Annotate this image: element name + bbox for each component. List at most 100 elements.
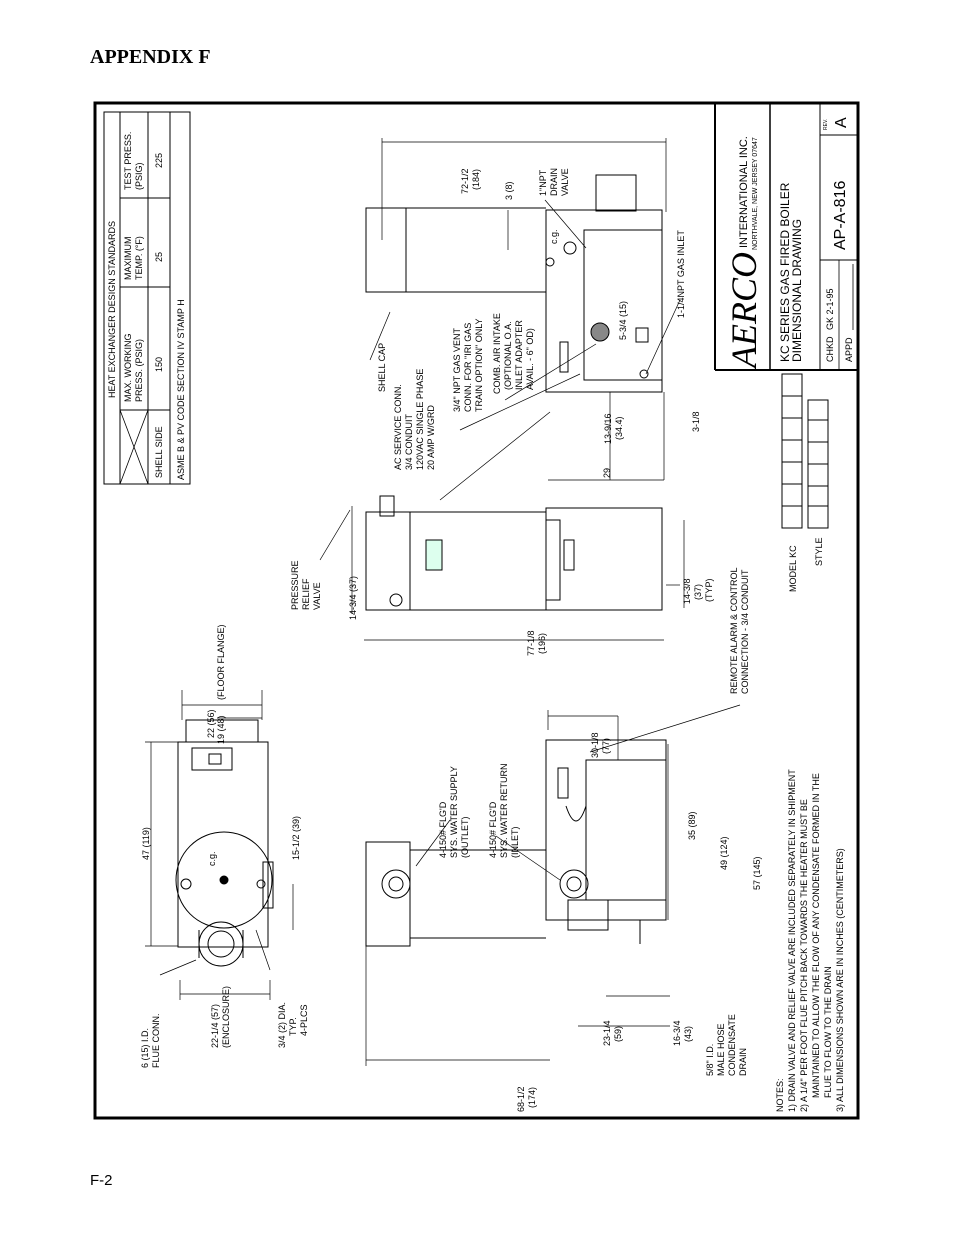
top-view-cg: c.g. xyxy=(207,851,217,866)
code-note: ASME B & PV CODE SECTION IV STAMP H xyxy=(176,299,186,480)
dim-3-18: 3-1/8 xyxy=(691,411,701,432)
dim-16-b: (43) xyxy=(683,1026,693,1042)
row-shell-side: SHELL SIDE xyxy=(154,426,164,478)
air-intake-1: COMB. AIR INTAKE xyxy=(492,313,502,394)
ac-service-3: 120VAC SINGLE PHASE xyxy=(415,369,425,470)
gas-inlet-label: 1-1/4NPT GAS INLET xyxy=(676,230,686,318)
dim-68-a: 68-1/2 xyxy=(516,1086,526,1112)
supply-2: SYS. WATER SUPPLY xyxy=(449,766,459,858)
front-view xyxy=(365,739,667,947)
enclosure-2: (ENCLOSURE) xyxy=(221,986,231,1048)
gas-vent-2: CONN. FOR "IRI GAS xyxy=(463,323,473,412)
notes: NOTES: 1) DRAIN VALVE AND RELIEF VALVE A… xyxy=(775,769,845,1112)
flue-conn-1: 6 (15) I.D. xyxy=(140,1028,150,1068)
dim-77-a: 77-1/8 xyxy=(526,630,536,656)
condensate-2: MALE HOSE xyxy=(716,1023,726,1076)
relief-1: PRESSURE xyxy=(290,560,300,610)
drain-valve-1: 1"NPT xyxy=(538,169,548,196)
return-2: SYS. WATER RETURN xyxy=(499,763,509,858)
model-label: MODEL KC xyxy=(788,545,798,592)
supply-3: (OUTLET) xyxy=(460,816,470,858)
top-view xyxy=(175,719,274,967)
condensate-1: 5/8" I.D. xyxy=(705,1044,715,1076)
dim-3: 3 (8) xyxy=(504,181,514,200)
rear-view xyxy=(365,174,663,393)
supply-1: 4-150# FLG'D xyxy=(438,801,448,858)
dim-72-a: 72-1/2 xyxy=(460,168,470,194)
dim-47: 47 (119) xyxy=(141,827,151,860)
page-number: F-2 xyxy=(90,1172,113,1189)
top-view-dimensions xyxy=(145,690,294,1000)
dim-16-a: 16-3/4 xyxy=(672,1020,682,1046)
standards-title: HEAT EXCHANGER DESIGN STANDARDS xyxy=(107,221,117,398)
col-test-press-1: TEST PRESS. xyxy=(123,132,133,190)
chkd-label: CHKD xyxy=(825,336,835,362)
dim-13-b: (34.4) xyxy=(614,416,624,440)
note-2-cont-2: FLUE TO FLOW TO THE DRAIN xyxy=(823,966,833,1098)
gas-vent-1: 3/4" NPT GAS VENT xyxy=(452,327,462,412)
ac-service-1: AC SERVICE CONN. xyxy=(393,384,403,470)
drawing-border xyxy=(93,101,860,1120)
rev-value: A xyxy=(833,117,850,128)
gas-vent-3: TRAIN OPTION" ONLY xyxy=(474,318,484,412)
note-2: 2) A 1/4" PER FOOT FLUE PITCH BACK TOWAR… xyxy=(799,799,809,1112)
value-max-temp: 25 xyxy=(154,252,164,262)
relief-2: RELIEF xyxy=(301,578,311,610)
dia-3: 4-PLCS xyxy=(299,1004,309,1036)
model-style-grid: MODEL KC STYLE xyxy=(781,373,829,592)
dim-30-a: 30-1/8 xyxy=(590,732,600,758)
dim-14-38-a: 14-3/8 xyxy=(682,578,692,604)
dia-1: 3/4 (2) DIA. xyxy=(277,1002,287,1048)
dia-2: TYP. xyxy=(288,1017,298,1036)
condensate-3: CONDENSATE xyxy=(727,1014,737,1076)
appendix-title: APPENDIX F xyxy=(90,46,211,68)
chkd-value: GK 2-1-95 xyxy=(825,288,835,330)
appd-label: APPD xyxy=(844,337,854,362)
side-view xyxy=(365,495,663,611)
dim-23-a: 23-1/4 xyxy=(602,1020,612,1046)
col-max-temp-2: TEMP. (°F) xyxy=(134,236,144,280)
air-intake-4: AVAIL. - 6" OD) xyxy=(525,328,535,390)
ac-service-2: 3/4 CONDUIT xyxy=(404,413,414,470)
remote-alarm-1: REMOTE ALARM & CONTROL xyxy=(729,567,739,694)
col-max-working-1: MAX. WORKING xyxy=(123,333,133,402)
drain-valve-3: VALVE xyxy=(560,168,570,196)
dim-68-b: (174) xyxy=(527,1087,537,1108)
title-block: AERCO INTERNATIONAL INC. NORTHVALE, NEW … xyxy=(714,103,858,371)
dim-13-a: 13-9/16 xyxy=(603,413,613,444)
dim-35: 35 (89) xyxy=(687,811,697,840)
return-1: 4-150# FLG'D xyxy=(488,801,498,858)
ac-service-4: 20 AMP W/GRD xyxy=(426,405,436,470)
value-max-working: 150 xyxy=(154,357,164,372)
dim-77-b: (196) xyxy=(537,633,547,654)
relief-3: VALVE xyxy=(312,582,322,610)
note-3: 3) ALL DIMENSIONS SHOWN ARE IN INCHES (C… xyxy=(835,848,845,1112)
col-max-working-2: PRESS. (PSIG) xyxy=(134,339,144,402)
dim-72-b: (184) xyxy=(471,169,481,190)
condensate-4: DRAIN xyxy=(738,1048,748,1076)
note-2-cont-1: MAINTAINED TO ALLOW THE FLOW OF ANY COND… xyxy=(811,773,821,1098)
dim-29: 29 xyxy=(602,468,612,478)
return-3: (INLET) xyxy=(510,826,520,858)
col-max-temp-1: MAXIMUM xyxy=(123,237,133,281)
flue-conn-2: FLUE CONN. xyxy=(151,1013,161,1068)
rear-view-dimensions xyxy=(369,138,681,501)
side-view-dimensions xyxy=(319,506,685,641)
col-test-press-2: (PSIG) xyxy=(134,162,144,190)
air-intake-3: INLET ADAPTER xyxy=(514,320,524,390)
enclosure-1: 22-1/4 (57) xyxy=(210,1004,220,1048)
dim-19: 19 (48) xyxy=(216,715,226,744)
drawing-number: AP-A-816 xyxy=(832,181,849,250)
design-standards-table: HEAT EXCHANGER DESIGN STANDARDS MAX. WOR… xyxy=(103,111,191,485)
front-view-dimensions xyxy=(365,704,741,1066)
company-address: NORTHVALE, NEW JERSEY 07647 xyxy=(752,137,759,250)
air-intake-2: (OPTIONAL O.A. xyxy=(503,321,513,390)
dim-49: 49 (124) xyxy=(719,836,729,870)
dim-14-38-c: (TYP) xyxy=(704,578,714,602)
note-1: 1) DRAIN VALVE AND RELIEF VALVE ARE INCL… xyxy=(787,769,797,1112)
rev-label: REV. xyxy=(823,119,829,130)
drain-valve-2: DRAIN xyxy=(549,168,559,196)
dim-14-38-b: (37) xyxy=(693,584,703,600)
rear-view-cg: c.g. xyxy=(549,229,559,244)
